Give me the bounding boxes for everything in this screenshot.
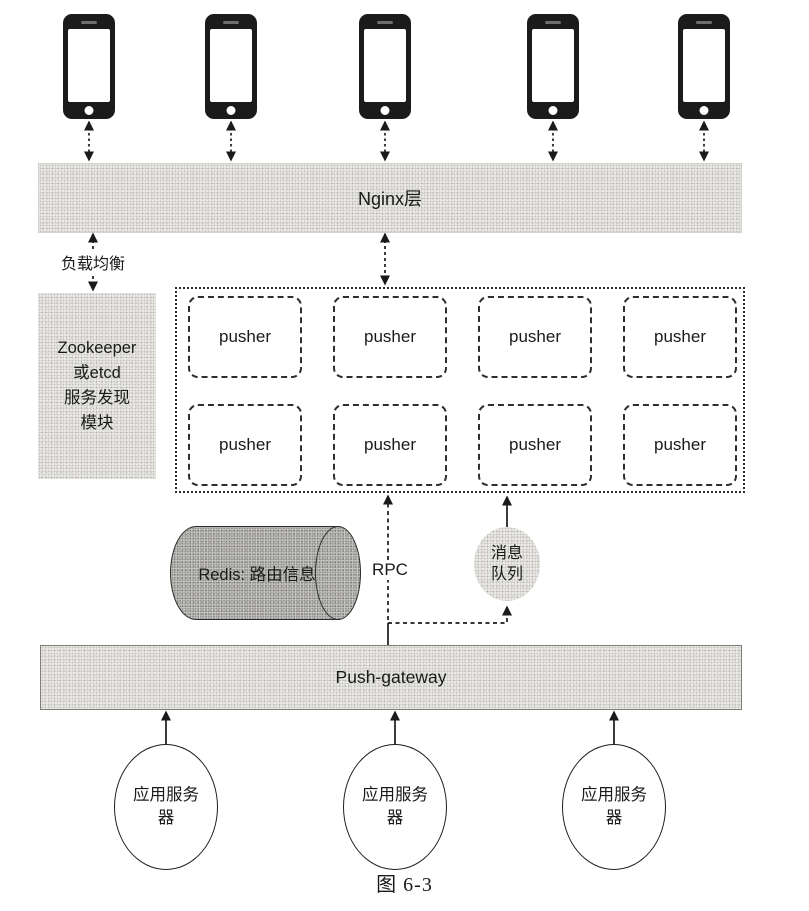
pusher-box: pusher — [333, 296, 447, 378]
nginx-layer-bar: Nginx层 — [38, 163, 742, 233]
pusher-box: pusher — [333, 404, 447, 486]
phone-screen — [68, 29, 110, 102]
push-gateway-label: Push-gateway — [335, 667, 447, 687]
rpc-label: RPC — [369, 560, 411, 580]
redis-label: Redis: 路由信息 — [178, 526, 336, 620]
pusher-label: pusher — [364, 435, 416, 454]
pusher-label: pusher — [654, 435, 706, 454]
push-gateway-bar: Push-gateway — [40, 645, 742, 710]
message-queue-circle: 消息 队列 — [474, 527, 540, 601]
pusher-box: pusher — [478, 296, 592, 378]
phone-screen — [210, 29, 252, 102]
pusher-label: pusher — [364, 327, 416, 346]
app-server-label: 应用服务 器 — [362, 786, 428, 827]
phone-screen — [683, 29, 725, 102]
redis-cylinder-cap — [315, 526, 361, 620]
phone-home-button — [226, 106, 236, 115]
app-server-label: 应用服务 器 — [133, 786, 199, 827]
app-server-label: 应用服务 器 — [581, 786, 647, 827]
redis-label-text: Redis: 路由信息 — [198, 566, 316, 584]
smartphone-icon — [527, 14, 579, 119]
pusher-label: pusher — [219, 435, 271, 454]
phone-speaker — [223, 21, 239, 24]
phone-speaker — [81, 21, 97, 24]
load-balance-label: 负载均衡 — [57, 250, 129, 274]
pusher-box: pusher — [188, 404, 302, 486]
phone-speaker — [377, 21, 393, 24]
redis-cylinder-body — [170, 526, 340, 620]
phone-speaker — [545, 21, 561, 24]
smartphone-icon — [678, 14, 730, 119]
smartphone-icon — [63, 14, 115, 119]
app-server-ellipse: 应用服务 器 — [114, 744, 218, 870]
pusher-label: pusher — [219, 327, 271, 346]
pusher-box: pusher — [478, 404, 592, 486]
pusher-cluster-container — [175, 287, 745, 493]
app-server-ellipse: 应用服务 器 — [343, 744, 447, 870]
figure-caption: 图 6-3 — [376, 874, 433, 896]
pusher-box: pusher — [623, 404, 737, 486]
smartphone-icon — [205, 14, 257, 119]
pusher-box: pusher — [188, 296, 302, 378]
mq-branch-arrow — [388, 605, 512, 624]
pusher-box: pusher — [623, 296, 737, 378]
pusher-label: pusher — [509, 435, 561, 454]
phone-screen — [532, 29, 574, 102]
app-server-ellipse: 应用服务 器 — [562, 744, 666, 870]
phone-home-button — [84, 106, 94, 115]
phone-home-button — [699, 106, 709, 115]
phone-home-button — [548, 106, 558, 115]
smartphone-icon — [359, 14, 411, 119]
nginx-layer-label: Nginx层 — [357, 189, 423, 209]
phone-screen — [364, 29, 406, 102]
phone-speaker — [696, 21, 712, 24]
service-discovery-label: Zookeeper 或etcd 服务发现 模块 — [57, 339, 137, 432]
message-queue-label: 消息 队列 — [490, 545, 523, 583]
phone-home-button — [380, 106, 390, 115]
service-discovery-box: Zookeeper 或etcd 服务发现 模块 — [38, 293, 156, 479]
pusher-label: pusher — [654, 327, 706, 346]
pusher-label: pusher — [509, 327, 561, 346]
